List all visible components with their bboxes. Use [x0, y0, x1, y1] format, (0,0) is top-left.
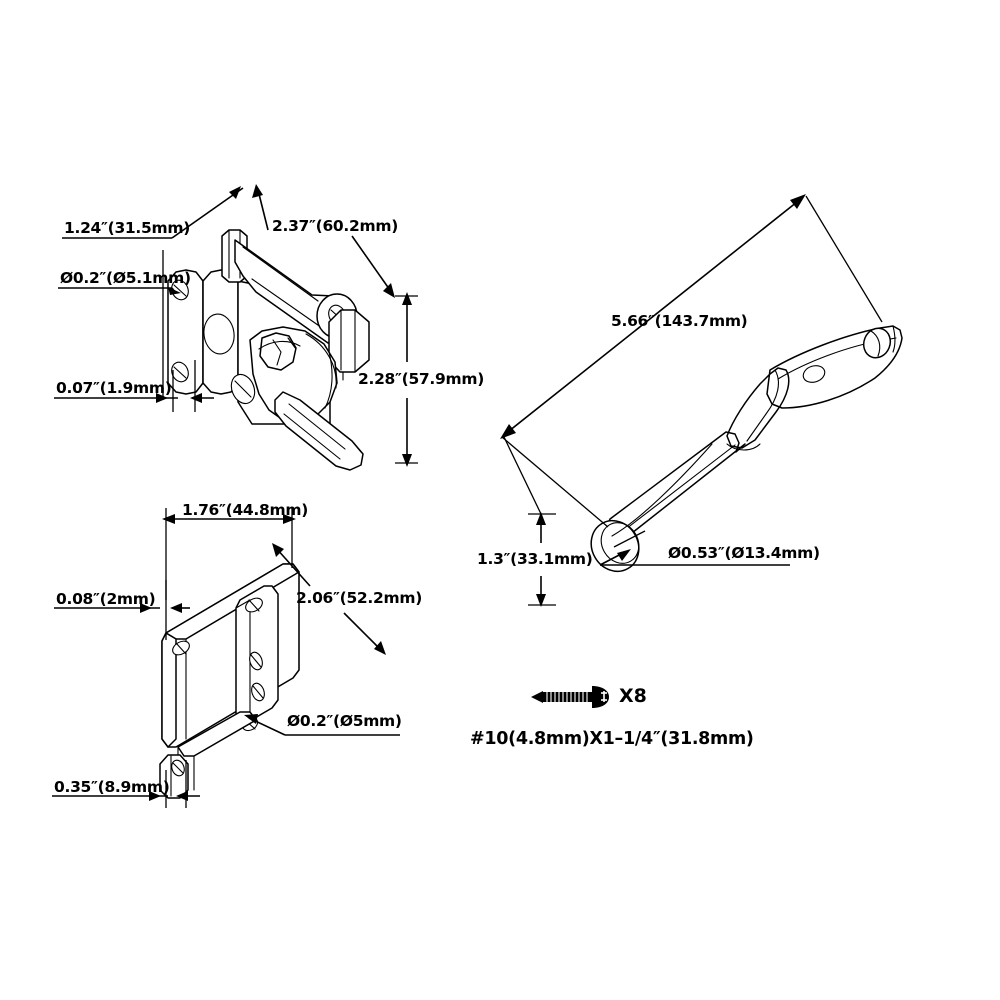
- dim-label-bracket-lower-flange: 0.35″(8.9mm): [54, 778, 170, 796]
- screw-icon: [531, 686, 609, 708]
- dim-label-bracket-lower-width: 1.76″(44.8mm): [182, 501, 308, 519]
- dim-label-bracket-lower-height: 2.06″(52.2mm): [296, 589, 422, 607]
- latch-arm-geometry: [590, 325, 903, 573]
- bracket-upper-dimensions: [54, 184, 418, 467]
- dim-label-latch-arm-drop: 1.3″(33.1mm): [477, 550, 593, 568]
- dim-label-bracket-upper-arm-length: 2.37″(60.2mm): [272, 217, 398, 235]
- dim-label-bracket-lower-thickness: 0.08″(2mm): [56, 590, 156, 608]
- dim-label-bracket-upper-thickness: 0.07″(1.9mm): [56, 379, 172, 397]
- bracket-lower-geometry: [159, 563, 300, 799]
- dim-label-bracket-upper-height: 2.28″(57.9mm): [358, 370, 484, 388]
- screw-quantity-label: X8: [619, 685, 647, 707]
- bracket-lower-dimensions: [52, 508, 400, 808]
- dim-label-latch-arm-length: 5.66″(143.7mm): [611, 312, 748, 330]
- dim-label-bracket-lower-hole-dia: Ø0.2″(Ø5mm): [287, 712, 402, 730]
- screw-spec-label: #10(4.8mm)X1–1/4″(31.8mm): [470, 729, 754, 749]
- bracket-upper-geometry: [167, 229, 370, 471]
- dim-label-latch-arm-rod-dia: Ø0.53″(Ø13.4mm): [668, 544, 820, 562]
- latch-arm-dimensions: [500, 194, 883, 607]
- dim-label-bracket-upper-hole-dia: Ø0.2″(Ø5.1mm): [60, 269, 191, 287]
- dim-label-bracket-upper-width: 1.24″(31.5mm): [64, 219, 190, 237]
